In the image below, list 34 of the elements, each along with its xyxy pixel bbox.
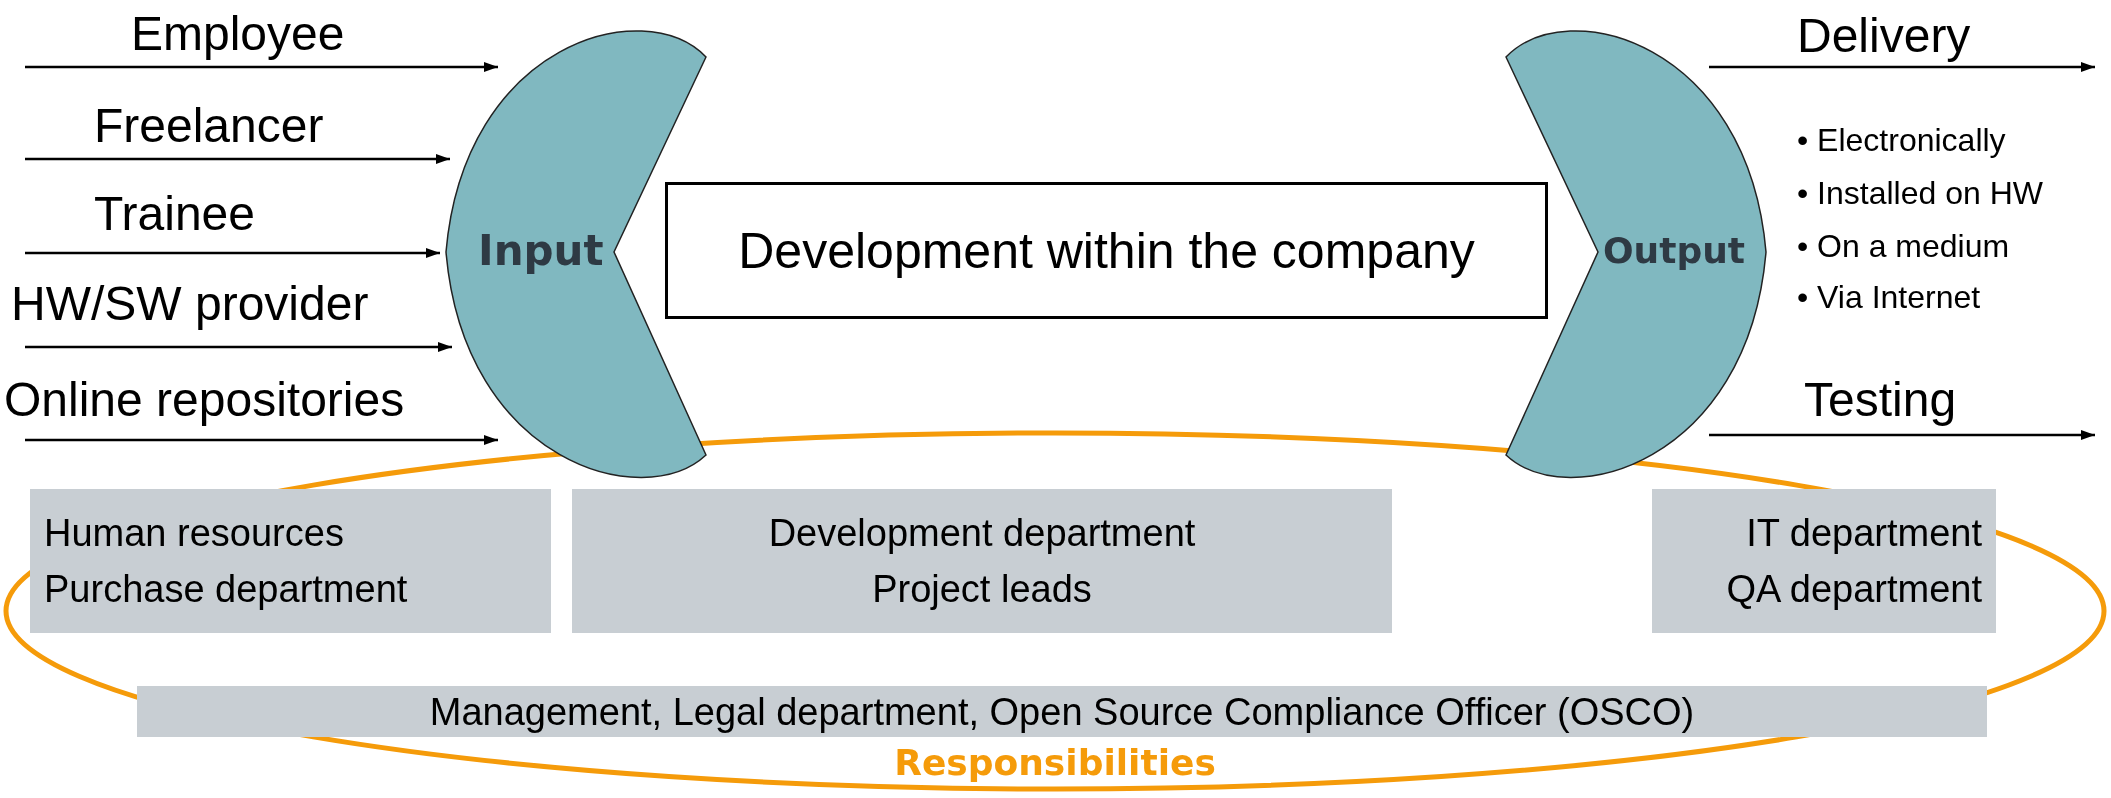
department-label: IT department [1746,511,1982,556]
arrow [25,342,452,352]
process-label: Development within the company [738,221,1475,280]
arrow [25,248,440,258]
arrow [25,435,498,445]
bullet-item: • Electronically [1797,122,2006,159]
edge-label: Freelancer [94,98,324,153]
edge-label: Delivery [1797,8,1971,63]
arrow [25,154,450,164]
responsibility-box [572,489,1392,633]
department-label: Development department [768,511,1196,556]
edge-label: Trainee [94,186,255,241]
arrow [1709,62,2095,72]
bullet-item: • Installed on HW [1797,175,2043,212]
department-label: Management, Legal department, Open Source Compliance Officer (OSCO) [429,689,1695,735]
arrow [1709,430,2095,440]
bullet-item: • On a medium [1797,228,2010,265]
bullet-item: • Via Internet [1797,279,1981,316]
responsibility-box [1652,489,1996,633]
edge-label: HW/SW provider [11,276,369,331]
group-title: Responsibilities [893,742,1217,783]
arrow [25,62,498,72]
department-label: QA department [1726,567,1982,612]
edge-label: Online repositories [4,372,405,427]
department-label: Purchase department [44,567,408,612]
process-box [665,182,1548,319]
responsibility-box [137,686,1987,737]
edge-label: Testing [1804,372,1957,427]
stage-label: Output [1603,230,1746,271]
edge-label: Employee [131,6,345,61]
responsibility-box [30,489,551,633]
stage-label: Input [478,226,604,275]
department-label: Project leads [872,567,1092,612]
department-label: Human resources [44,511,344,556]
